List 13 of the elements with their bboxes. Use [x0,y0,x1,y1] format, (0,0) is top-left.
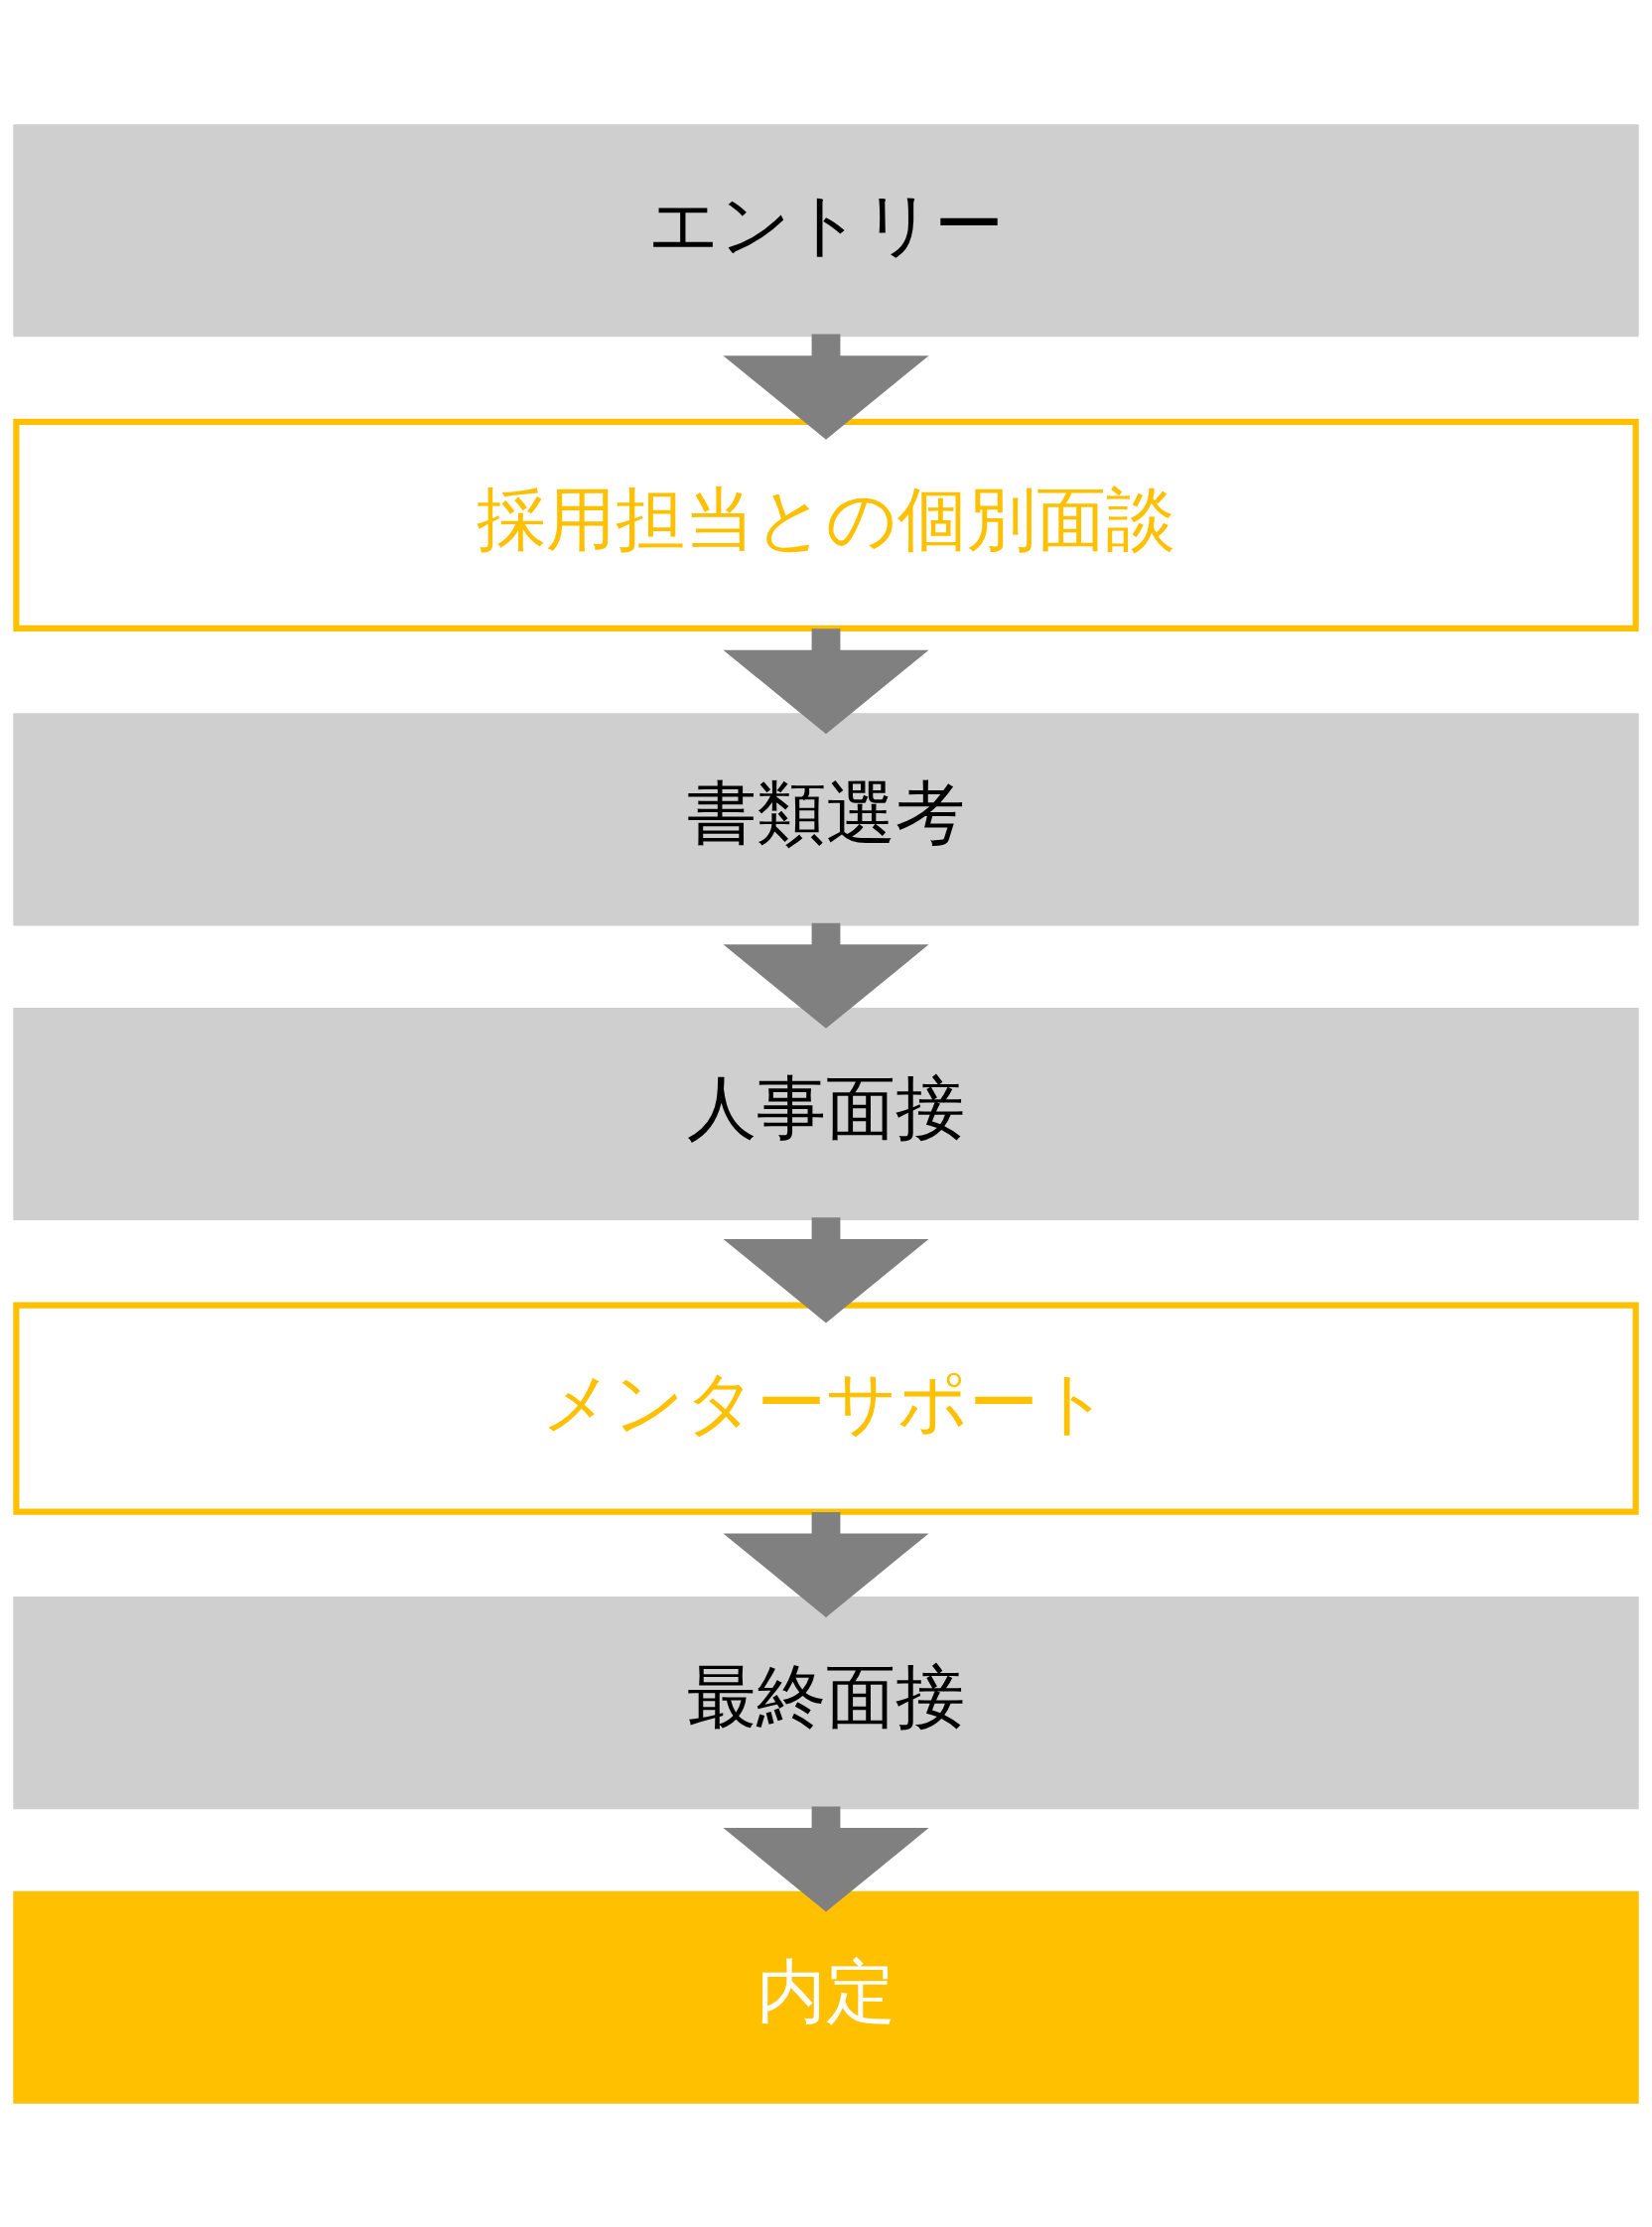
node-box: 採用担当との個別面談 [13,418,1639,631]
arrow [723,1511,929,1617]
arrow [723,1216,929,1322]
node-box: 人事面接 [13,1007,1639,1220]
arrow [723,627,929,734]
node-box: 最終面接 [13,1596,1639,1809]
arrow [723,1806,929,1912]
node-box: 書類選考 [13,712,1639,925]
arrow [723,334,929,440]
node-box: エントリー [13,123,1639,337]
arrow [723,922,929,1029]
node-box: 内定 [13,1890,1639,2104]
node-box: メンターサポート [13,1302,1639,1515]
